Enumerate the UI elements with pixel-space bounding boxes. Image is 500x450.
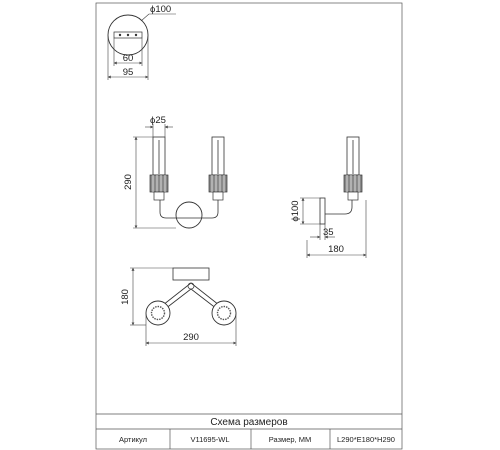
bottom-arm-left-b (164, 288, 192, 310)
screw-hole-left (118, 33, 122, 37)
front-view: ϕ25 290 (123, 115, 228, 229)
article-label: Артикул (119, 435, 147, 444)
left-socket-base (153, 191, 165, 201)
size-label: Размер, ММ (269, 435, 311, 444)
top-disc-diameter-label: ϕ100 (150, 4, 171, 15)
side-socket-base (347, 191, 359, 201)
front-height-label: 290 (123, 174, 134, 190)
title-block: Схема размеров Артикул V11695-WL Размер,… (96, 413, 402, 449)
front-wall-disc (175, 201, 203, 229)
side-disc-diameter-label: ϕ100 (290, 200, 301, 221)
top-plate-width-label: 60 (123, 53, 134, 64)
side-arm (325, 200, 353, 215)
side-disc-depth-label: 35 (323, 227, 334, 238)
bottom-arm-right-a (190, 282, 220, 306)
top-diameter-leader (140, 13, 150, 22)
article-value: V11695-WL (190, 435, 229, 444)
side-view: ϕ100 35 180 (290, 136, 367, 258)
size-value: L290*E180*H290 (337, 435, 395, 444)
bottom-arm-left-a (162, 282, 192, 306)
sheet-border (95, 2, 403, 450)
bottom-wall-disc (172, 267, 210, 281)
right-socket-base (212, 191, 224, 201)
side-wall-disc (319, 197, 326, 225)
front-tube-diameter-label: ϕ25 (150, 115, 166, 126)
top-overall-width-label: 95 (123, 67, 134, 78)
bottom-lamp-left-inner (150, 305, 166, 321)
screw-hole-center (126, 33, 130, 37)
top-view: ϕ100 60 95 (107, 4, 176, 80)
side-projection-label: 180 (328, 244, 344, 255)
bottom-width-label: 290 (183, 332, 199, 343)
bottom-arm-right-b (190, 288, 218, 310)
bottom-joint (187, 282, 195, 290)
bottom-lamp-right-inner (216, 305, 232, 321)
bottom-view: 180 290 (120, 267, 237, 346)
screw-hole-right (134, 33, 138, 37)
bottom-depth-label: 180 (120, 289, 131, 305)
title-block-title: Схема размеров (210, 417, 287, 428)
